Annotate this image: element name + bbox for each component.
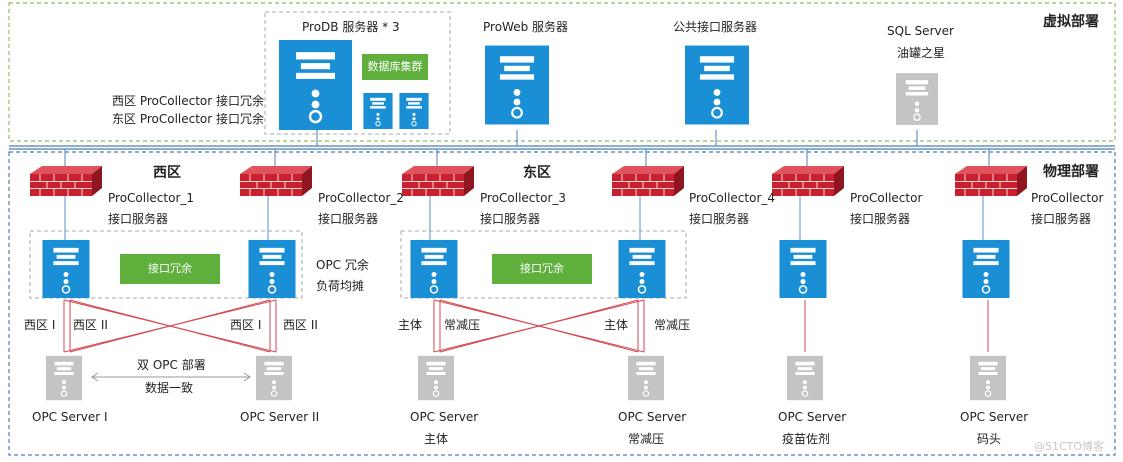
opc-server-name: OPC Server (410, 410, 479, 424)
firewall-icon (955, 166, 1027, 196)
opc-server-icon (256, 355, 292, 401)
proweb-server-icon (485, 44, 549, 126)
link-label: 西区 II (73, 318, 108, 332)
collector-role: 接口服务器 (1031, 212, 1092, 226)
opc-server-name: OPC Server (778, 410, 847, 424)
opc-server-name: OPC Server II (240, 410, 320, 424)
link-label: 西区 I (24, 318, 56, 332)
east-redundancy-box (400, 230, 687, 299)
collector-name: ProCollector_1 (108, 191, 195, 205)
virtual-zone-border (8, 2, 1116, 142)
west-redundancy-box (29, 230, 303, 299)
firewall-icon (30, 166, 102, 196)
collector-name: ProCollector_3 (480, 191, 567, 205)
east-region-title: 东区 (523, 165, 551, 181)
link-label: 常减压 (654, 318, 691, 332)
link-label: 西区 I (230, 318, 262, 332)
collector-server-icon (410, 240, 458, 298)
load-balance-label: 负荷均摊 (316, 279, 365, 293)
collector-name: ProCollector_2 (318, 191, 405, 205)
opc-server-role: 疫苗佐剂 (782, 432, 831, 446)
collector-role: 接口服务器 (689, 212, 750, 226)
opc-server-icon (628, 355, 664, 401)
physical-zone-title: 物理部署 (1043, 164, 1099, 180)
prodb-node-icon (398, 93, 430, 129)
opc-server-name: OPC Server (960, 410, 1029, 424)
watermark: @51CTO博客 (1034, 440, 1105, 453)
opc-server-name: OPC Server I (32, 410, 108, 424)
collector-role: 接口服务器 (108, 212, 169, 226)
opc-server-role: 码头 (977, 432, 1002, 446)
opc-server-icon (418, 355, 454, 401)
data-consistent-label: 数据一致 (145, 381, 194, 395)
virtual-connectors (64, 130, 990, 166)
firewall-icon (402, 166, 474, 196)
virtual-zone-title: 虚拟部署 (1043, 14, 1099, 30)
opc-server-icon (787, 355, 823, 401)
opc-server-name: OPC Server (618, 410, 687, 424)
sql-server-icon (896, 72, 938, 126)
opc-server-role: 常减压 (628, 432, 665, 446)
opc-server-role: 主体 (424, 432, 449, 446)
opc-cross-links (63, 299, 989, 353)
collector-role: 接口服务器 (318, 212, 379, 226)
dual-opc-label: 双 OPC 部署 (137, 358, 206, 372)
sql-server-subtitle: 油罐之星 (897, 46, 946, 60)
link-label: 常减压 (444, 318, 481, 332)
collector-links (64, 196, 984, 240)
collector-server-icon (618, 240, 666, 298)
data-sync-arrow (91, 372, 251, 382)
collector-server-icon (779, 240, 827, 298)
west-redundancy-badge: 接口冗余 (120, 254, 220, 284)
prodb-title: ProDB 服务器 * 3 (302, 20, 400, 34)
prodb-server-icon (277, 40, 354, 130)
collector-role: 接口服务器 (850, 212, 911, 226)
collector-server-icon (962, 240, 1010, 298)
collector-name: ProCollector_4 (689, 191, 776, 205)
sql-server-title: SQL Server (887, 24, 954, 38)
collector-server-icon (248, 240, 296, 298)
link-label: 西区 II (283, 318, 318, 332)
prodb-node-icon (362, 93, 394, 129)
opc-server-icon (970, 355, 1006, 401)
public-api-server-icon (685, 44, 749, 126)
firewall-icon (772, 166, 844, 196)
collector-server-icon (42, 240, 90, 298)
db-cluster-badge: 数据库集群 (362, 54, 428, 80)
opc-redundancy-label: OPC 冗余 (316, 258, 369, 272)
east-redundancy-badge: 接口冗余 (492, 254, 592, 284)
collector-name: ProCollector (1031, 191, 1104, 205)
collector-role: 接口服务器 (480, 212, 541, 226)
firewall-icon (612, 166, 684, 196)
west-redundancy-label: 西区 ProCollector 接口冗余 (112, 94, 265, 108)
public-api-title: 公共接口服务器 (673, 20, 758, 34)
link-label: 主体 (604, 318, 629, 332)
physical-zone-border (8, 151, 1116, 456)
link-label: 主体 (398, 318, 423, 332)
west-region-title: 西区 (153, 165, 181, 181)
collector-name: ProCollector (850, 191, 923, 205)
opc-server-icon (46, 355, 82, 401)
east-redundancy-label: 东区 ProCollector 接口冗余 (112, 112, 265, 126)
firewall-icon (240, 166, 312, 196)
prodb-group-border (264, 11, 451, 135)
proweb-title: ProWeb 服务器 (483, 20, 569, 34)
